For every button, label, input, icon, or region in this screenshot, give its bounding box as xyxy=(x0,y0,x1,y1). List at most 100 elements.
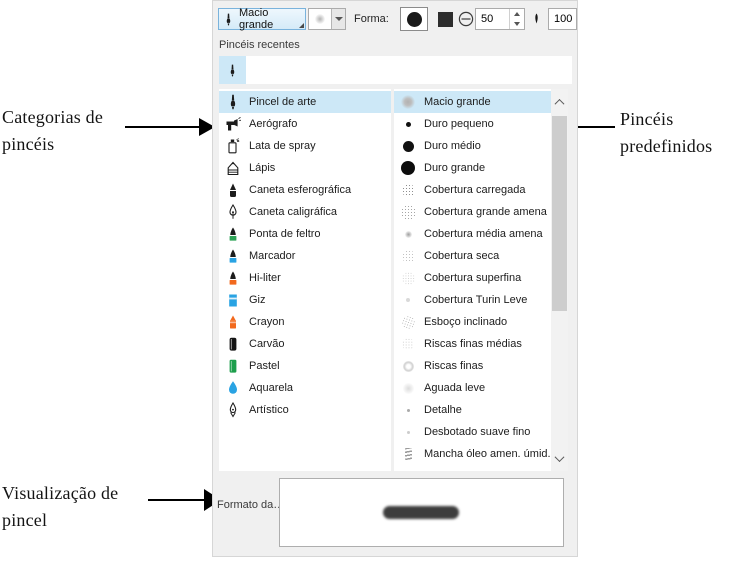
preset-label: Duro grande xyxy=(424,162,486,174)
preset-row[interactable]: Riscas finas xyxy=(394,355,551,377)
speckle-fine-dot-icon xyxy=(400,270,416,286)
hiliter-icon xyxy=(225,270,241,286)
recent-brush-item[interactable] xyxy=(219,56,246,84)
stroke-preview-box xyxy=(279,478,564,547)
soft-small-dot-icon xyxy=(400,226,416,242)
preset-label: Esboço inclinado xyxy=(424,316,508,328)
nib-shape-dropdown[interactable] xyxy=(308,8,346,30)
preset-row[interactable]: Cobertura grande amena xyxy=(394,201,551,223)
category-row[interactable]: Carvão xyxy=(219,333,391,355)
spinner-up-button[interactable] xyxy=(510,9,524,19)
scrollbar-thumb[interactable] xyxy=(552,116,567,311)
preset-row[interactable]: Mancha óleo amen. úmid. xyxy=(394,443,551,465)
art-brush-icon xyxy=(225,94,241,110)
transparency-input[interactable] xyxy=(548,8,577,30)
art-brush-icon xyxy=(222,13,235,26)
chevron-down-icon xyxy=(554,451,565,462)
category-label: Ponta de feltro xyxy=(249,228,321,240)
preset-row[interactable]: Macio grande xyxy=(394,91,551,113)
category-row[interactable]: Pastel xyxy=(219,355,391,377)
artistic-nib-icon xyxy=(225,402,241,418)
preset-label: Riscas finas xyxy=(424,360,484,372)
preset-row[interactable]: Riscas finas médias xyxy=(394,333,551,355)
preset-row[interactable]: Duro pequeno xyxy=(394,113,551,135)
annotation-line: Categorias de xyxy=(2,107,104,127)
annotation-line: pincel xyxy=(2,510,48,530)
category-row[interactable]: Artístico xyxy=(219,399,391,421)
presets-arrow-line xyxy=(549,126,615,128)
chevron-down-icon[interactable] xyxy=(331,9,345,29)
category-row[interactable]: Ponta de feltro xyxy=(219,223,391,245)
preset-label: Duro pequeno xyxy=(424,118,494,130)
charcoal-icon xyxy=(225,336,241,352)
preset-row[interactable]: Esboço inclinado xyxy=(394,311,551,333)
annotation-brush-categories: Categorias de pincéis xyxy=(2,104,103,158)
spray-can-icon xyxy=(225,138,241,154)
square-shape-icon xyxy=(437,11,453,27)
category-label: Crayon xyxy=(249,316,285,328)
category-label: Caneta esferográfica xyxy=(249,184,352,196)
marker-icon xyxy=(225,248,241,264)
faint-tiny-dot-icon xyxy=(400,292,416,308)
category-row[interactable]: Aerógrafo xyxy=(219,113,391,135)
round-shape-button[interactable] xyxy=(400,7,428,31)
preset-row[interactable]: Cobertura superfina xyxy=(394,267,551,289)
scroll-down-button[interactable] xyxy=(551,445,568,471)
categories-arrow-line xyxy=(125,126,199,128)
preset-label: Macio grande xyxy=(424,96,491,108)
category-label: Aerógrafo xyxy=(249,118,298,130)
preset-row[interactable]: Cobertura carregada xyxy=(394,179,551,201)
scroll-up-button[interactable] xyxy=(551,89,568,115)
size-input[interactable] xyxy=(476,9,513,29)
annotation-brush-preview: Visualização de pincel xyxy=(2,480,118,534)
diameter-icon xyxy=(458,11,474,27)
speckle-burst-dot-icon xyxy=(400,204,416,220)
brush-style-label: Macio grande xyxy=(239,7,274,31)
category-row[interactable]: Giz xyxy=(219,289,391,311)
brush-stroke-preview xyxy=(383,506,459,519)
category-label: Giz xyxy=(249,294,266,306)
category-label: Lápis xyxy=(249,162,276,174)
spinner-down-button[interactable] xyxy=(510,19,524,29)
preset-row[interactable]: Duro grande xyxy=(394,157,551,179)
felt-tip-icon xyxy=(225,226,241,242)
square-shape-button[interactable] xyxy=(432,7,458,31)
preview-arrow-line xyxy=(148,499,204,501)
preset-label: Cobertura Turin Leve xyxy=(424,294,528,306)
recent-brushes-label: Pincéis recentes xyxy=(219,39,300,51)
preset-label: Desbotado suave fino xyxy=(424,426,531,438)
preset-row[interactable]: Desbotado suave fino xyxy=(394,421,551,443)
category-row[interactable]: Lápis xyxy=(219,157,391,179)
speckle-slant-dot-icon xyxy=(399,313,417,331)
preset-label: Duro médio xyxy=(424,140,481,152)
preset-row[interactable]: Duro médio xyxy=(394,135,551,157)
calligraphic-pen-icon xyxy=(225,204,241,220)
category-row[interactable]: Hi-liter xyxy=(219,267,391,289)
preset-label: Riscas finas médias xyxy=(424,338,522,350)
hard-small-dot-icon xyxy=(400,116,416,132)
spinner-buttons xyxy=(509,9,524,29)
shape-label: Forma: xyxy=(354,13,389,25)
preset-label: Cobertura carregada xyxy=(424,184,526,196)
category-row[interactable]: Lata de spray xyxy=(219,135,391,157)
preset-row[interactable]: Aguada leve xyxy=(394,377,551,399)
airbrush-icon xyxy=(225,116,241,132)
category-row[interactable]: Pincel de arte xyxy=(219,91,391,113)
tiny-detail-dot-icon xyxy=(400,402,416,418)
annotation-line: predefinidos xyxy=(620,136,713,156)
preset-row[interactable]: Detalhe xyxy=(394,399,551,421)
category-row[interactable]: Crayon xyxy=(219,311,391,333)
category-row[interactable]: Caneta esferográfica xyxy=(219,179,391,201)
ballpoint-pen-icon xyxy=(225,182,241,198)
brush-style-button[interactable]: Macio grande xyxy=(218,7,306,31)
preset-row[interactable]: Cobertura média amena xyxy=(394,223,551,245)
category-label: Carvão xyxy=(249,338,285,350)
category-row[interactable]: Aquarela xyxy=(219,377,391,399)
preset-scrollbar[interactable] xyxy=(551,89,568,471)
preset-row[interactable]: Cobertura Turin Leve xyxy=(394,289,551,311)
category-row[interactable]: Caneta caligráfica xyxy=(219,201,391,223)
category-row[interactable]: Marcador xyxy=(219,245,391,267)
preset-row[interactable]: Cobertura seca xyxy=(394,245,551,267)
circle-shape-icon xyxy=(406,11,422,27)
size-spinner xyxy=(475,8,525,30)
